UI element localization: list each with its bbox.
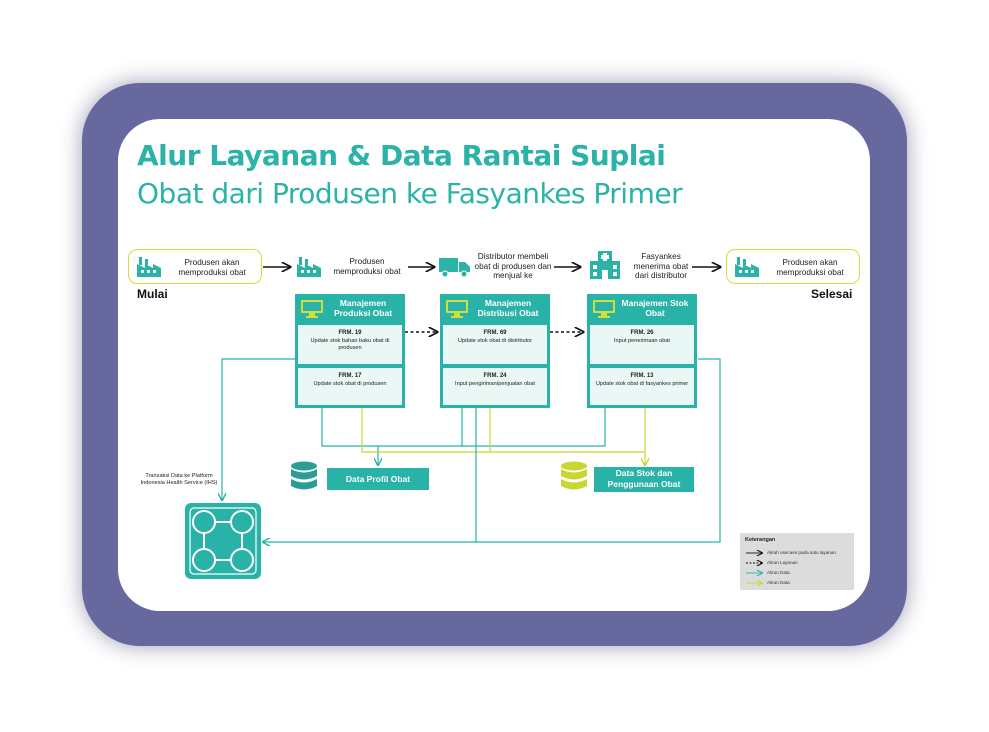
factory-icon [137, 257, 161, 277]
legend-item: Aliran Layanan [767, 560, 798, 565]
legend-item: Aliran Data [767, 580, 790, 585]
module-title: Manajemen Stok Obat [621, 298, 689, 318]
flow-step-1-text: Produsen akan memproduksi obat [178, 258, 246, 277]
factory-icon [297, 257, 321, 277]
form-frm-24: FRM. 24 Input pengiriman/penjualan obat [443, 368, 547, 405]
form-code: FRM. 13 [630, 373, 654, 379]
end-label: Selesai [811, 287, 853, 301]
database-icon [561, 461, 587, 490]
legend-lines [746, 533, 854, 590]
form-desc: Update stok bahan baku obat di produsen [310, 338, 390, 351]
form-desc: Input pengiriman/penjualan obat [455, 381, 535, 387]
end-step-pill [726, 249, 860, 284]
factory-icon [735, 257, 759, 277]
data-line-profil-1 [321, 408, 378, 465]
form-frm-13: FRM. 13 Update stok obat di fasyankes pr… [590, 368, 694, 405]
legend-title: Keterangan [745, 537, 776, 543]
hospital-icon [590, 251, 620, 279]
diagram-title: Alur Layanan & Data Rantai Suplai [137, 139, 666, 172]
form-frm-17: FRM. 17 Update stok obat di produsen [298, 368, 402, 405]
form-frm-19: FRM. 19 Update stok bahan baku obat di p… [298, 325, 402, 364]
legend-item: Alirah usecase pada satu layanan [767, 550, 836, 555]
form-code: FRM. 69 [483, 330, 507, 336]
form-code: FRM. 26 [630, 330, 654, 336]
database-profil-obat: Data Profil Obat [327, 468, 429, 490]
computer-icon [593, 300, 615, 318]
form-frm-69: FRM. 69 Update stok obat di distributor [443, 325, 547, 364]
form-desc: Input penerimaan obat [614, 338, 670, 344]
form-code: FRM. 24 [483, 373, 507, 379]
legend-item: Aliran Data [767, 570, 790, 575]
legend: Keterangan Alirah usecase pada satu laya… [740, 533, 854, 590]
ihs-label: Transaksi Data ke Platform Indonesia Hea… [140, 473, 218, 486]
module-title: Manajemen Distribusi Obat [477, 298, 539, 318]
form-frm-26: FRM. 26 Input penerimaan obat [590, 325, 694, 364]
computer-icon [301, 300, 323, 318]
flow-step-5-text: Produsen akan memproduksi obat [776, 258, 844, 277]
module-produksi: Manajemen Produksi Obat FRM. 19 Update s… [295, 294, 405, 408]
flow-step-2-text: Produsen memproduksi obat [333, 257, 401, 276]
diagram-subtitle: Obat dari Produsen ke Fasyankes Primer [137, 177, 683, 210]
network-hub-icon [185, 503, 261, 579]
database-stok-penggunaan: Data Stok dan Penggunaan Obat [594, 467, 694, 492]
flow-step-3-text: Distributor membeli obat di produsen dan… [474, 252, 552, 280]
start-step-pill [128, 249, 262, 284]
ihs-line-right [263, 358, 721, 542]
form-desc: Update stok obat di fasyankes primer [595, 381, 689, 387]
data-line-profil-3 [462, 408, 606, 447]
module-distribusi: Manajemen Distribusi Obat FRM. 69 Update… [440, 294, 550, 408]
computer-icon [446, 300, 468, 318]
data-line-stok-1 [361, 408, 645, 453]
data-line-profil-2 [378, 408, 463, 447]
truck-icon [439, 258, 470, 278]
ihs-line-left [222, 358, 296, 500]
module-title: Manajemen Produksi Obat [333, 298, 393, 318]
start-label: Mulai [137, 287, 168, 301]
form-desc: Update stok obat di produsen [313, 381, 387, 387]
module-stok: Manajemen Stok Obat FRM. 26 Input peneri… [587, 294, 697, 408]
form-desc: Update stok obat di distributor [457, 338, 533, 344]
form-code: FRM. 17 [338, 373, 362, 379]
database-icon [291, 461, 317, 490]
flow-step-4-text: Fasyankes menerima obat dari distributor [633, 252, 689, 280]
form-code: FRM. 19 [338, 330, 362, 336]
